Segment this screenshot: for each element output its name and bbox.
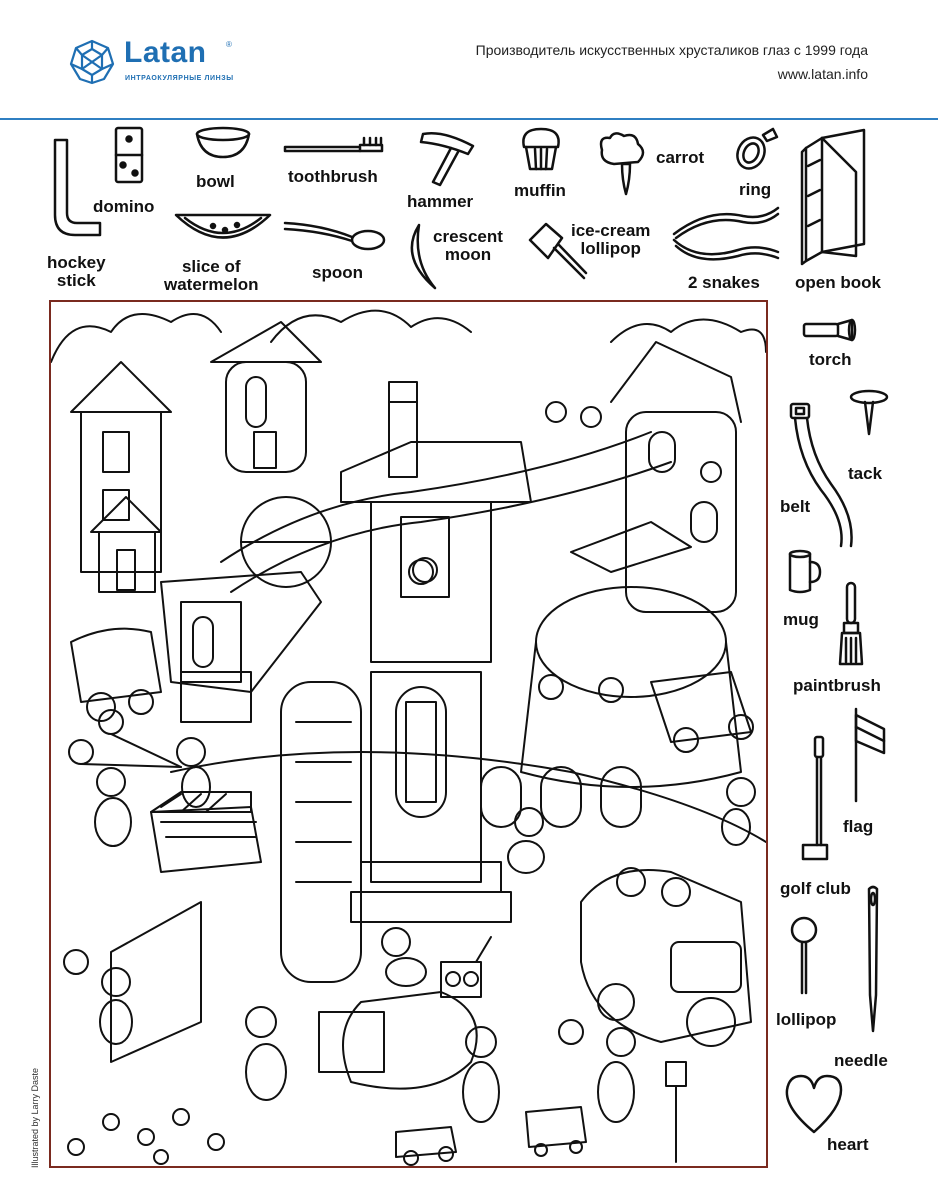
- toothbrush-icon: [283, 136, 384, 153]
- spoon-icon: [283, 221, 386, 251]
- tack-icon: [849, 389, 889, 436]
- latan-logo[interactable]: Latan ® ИНТРАОКУЛЯРНЫЕ ЛИНЗЫ: [68, 36, 258, 90]
- hammer-icon: [419, 132, 475, 187]
- hidden-objects-scene[interactable]: [49, 300, 768, 1168]
- header-divider: [0, 118, 938, 120]
- brand-name: Latan: [124, 36, 207, 69]
- hockey-stick-label: hockey stick: [47, 253, 106, 290]
- crescent-moon-label: crescent moon: [433, 227, 503, 264]
- flag-icon: [854, 707, 886, 803]
- mouse-town-illustration: [51, 309, 766, 1166]
- bowl-label: bowl: [196, 172, 235, 191]
- page-header: Latan ® ИНТРАОКУЛЯРНЫЕ ЛИНЗЫ Производите…: [0, 0, 938, 122]
- heart-icon: [785, 1074, 843, 1134]
- watermelon-slice-icon: [174, 213, 272, 239]
- hockey-stick-icon: [53, 138, 102, 237]
- paintbrush-label: paintbrush: [793, 676, 881, 695]
- tack-label: tack: [848, 464, 883, 483]
- torch-label: torch: [809, 350, 852, 369]
- two-snakes-icon: [672, 206, 780, 261]
- golf-club-label: golf club: [780, 879, 851, 898]
- two-snakes-label: 2 snakes: [688, 273, 760, 292]
- ice-cream-lollipop-label: ice-cream lollipop: [571, 221, 651, 258]
- domino-label: domino: [93, 197, 155, 216]
- mouse-figures: [63, 401, 756, 1123]
- ring-icon: [736, 127, 779, 170]
- lollipop-label: lollipop: [776, 1010, 837, 1029]
- open-book-icon: [800, 128, 866, 266]
- golf-club-icon: [801, 735, 829, 861]
- carrot-label: carrot: [656, 148, 705, 167]
- toothbrush-label: toothbrush: [288, 167, 378, 186]
- paintbrush-icon: [838, 581, 864, 666]
- needle-label: needle: [834, 1051, 888, 1070]
- muffin-icon: [522, 127, 560, 171]
- lollipop-icon: [790, 916, 818, 995]
- torch-icon: [802, 318, 857, 342]
- spoon-label: spoon: [312, 263, 363, 282]
- watermelon-label: slice of watermelon: [164, 257, 259, 294]
- brand-registered-mark: ®: [226, 40, 232, 49]
- brand-subtitle: ИНТРАОКУЛЯРНЫЕ ЛИНЗЫ: [125, 75, 234, 82]
- belt-icon: [789, 402, 853, 548]
- crystal-logo-icon: [69, 39, 115, 85]
- muffin-label: muffin: [514, 181, 566, 200]
- mug-label: mug: [783, 610, 819, 629]
- illustrator-credit: Illustrated by Larry Daste: [30, 1067, 40, 1168]
- tagline: Производитель искусственных хрусталиков …: [475, 42, 868, 58]
- needle-icon: [867, 885, 879, 1033]
- open-book-label: open book: [795, 273, 881, 292]
- carrot-icon: [599, 132, 645, 196]
- bowl-icon: [195, 126, 251, 159]
- crescent-moon-icon: [410, 223, 437, 290]
- ice-cream-lollipop-icon: [528, 222, 588, 280]
- hammer-label: hammer: [407, 192, 474, 211]
- domino-icon: [114, 126, 144, 184]
- mug-icon: [788, 549, 822, 594]
- heart-label: heart: [827, 1135, 869, 1154]
- ring-label: ring: [739, 180, 772, 199]
- belt-label: belt: [780, 497, 811, 516]
- flag-label: flag: [843, 817, 874, 836]
- website-link[interactable]: www.latan.info: [777, 66, 868, 82]
